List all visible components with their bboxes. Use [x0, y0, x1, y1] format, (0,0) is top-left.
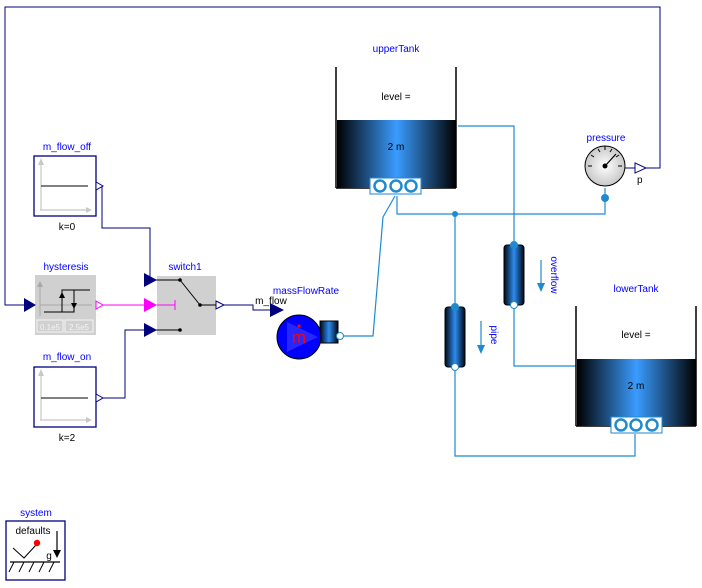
mass-flow-rate-label: massFlowRate — [273, 286, 340, 297]
k-off-label: k=0 — [59, 222, 76, 233]
switch-input-3[interactable] — [144, 323, 157, 337]
pressure-port-label: p — [637, 175, 643, 186]
m-flow-off-block[interactable]: m_flow_off k=0 — [33, 142, 105, 233]
lower-tank-port-1[interactable] — [614, 418, 628, 432]
wire-pump-to-upper[interactable] — [342, 195, 396, 337]
k-on-label: k=2 — [59, 433, 76, 444]
wire-overflow-to-lower[interactable] — [513, 305, 576, 367]
gravity-arrow-icon — [53, 550, 61, 558]
system-label: system — [20, 508, 52, 519]
pressure-needle — [604, 153, 617, 167]
pipe-label: pipe — [488, 326, 499, 345]
hysteresis-label: hysteresis — [43, 262, 88, 273]
hysteresis-low-label: 0.1e5 — [40, 323, 61, 332]
pipe-port-a[interactable] — [451, 303, 459, 311]
switch-input-1[interactable] — [144, 273, 157, 287]
overflow-pipe[interactable]: overflow — [503, 241, 559, 309]
upper-tank-height: 2 m — [388, 142, 405, 153]
wire-upper-to-junction[interactable] — [396, 196, 606, 215]
pressure-sensor[interactable]: pressure p — [584, 133, 648, 202]
mdot-dot — [297, 324, 301, 328]
pressure-fluid-port[interactable] — [601, 194, 609, 202]
m-flow-off-label: m_flow_off — [43, 142, 91, 153]
pipe[interactable]: pipe — [444, 303, 499, 371]
wire-m-flow-on[interactable] — [102, 329, 158, 399]
lower-tank-port-2[interactable] — [629, 418, 643, 432]
m-flow-off-output-port[interactable] — [95, 181, 105, 191]
pipe-port-b[interactable] — [451, 363, 459, 371]
hysteresis-block[interactable]: hysteresis 0.1e5 2.5e5 — [24, 262, 105, 335]
pipe-body — [444, 306, 466, 368]
lower-tank[interactable]: lowerTank level = 2 m — [575, 284, 697, 434]
overflow-label: overflow — [548, 256, 559, 294]
mass-flow-rate-arrow — [287, 322, 318, 352]
gravity-label: g — [46, 551, 52, 562]
lower-tank-port-3[interactable] — [645, 418, 659, 432]
m-flow-on-label: m_flow_on — [43, 352, 91, 363]
upper-tank-port-2[interactable] — [389, 179, 403, 193]
hysteresis-input-port[interactable] — [24, 298, 36, 312]
wire-pipe-to-lower[interactable] — [454, 368, 636, 457]
mass-flow-rate-pump-body — [276, 314, 322, 360]
wire-pressure-feedback[interactable] — [4, 6, 661, 306]
upper-tank-label: upperTank — [373, 44, 421, 55]
system-block[interactable]: system defaults g — [5, 508, 66, 581]
switch-input-2[interactable] — [144, 298, 157, 312]
m-flow-input-label: m_flow — [255, 296, 287, 307]
system-mass-icon — [33, 539, 41, 547]
fluid-wires — [342, 125, 636, 457]
switch-block[interactable]: switch1 — [144, 262, 226, 337]
m-flow-on-frame — [33, 366, 97, 428]
lower-tank-label: lowerTank — [613, 284, 659, 295]
wire-switch-output[interactable] — [224, 304, 270, 311]
pressure-label: pressure — [587, 133, 626, 144]
m-flow-on-block[interactable]: m_flow_on k=2 — [33, 352, 105, 444]
system-pendulum — [12, 544, 37, 559]
pressure-output-port[interactable] — [634, 162, 648, 174]
mass-flow-rate[interactable]: massFlowRate m_flow m — [255, 286, 344, 360]
lower-tank-level: level = — [621, 330, 650, 341]
fluid-junction — [452, 211, 458, 217]
upper-tank-port-1[interactable] — [373, 179, 387, 193]
system-hatching — [8, 561, 55, 573]
switch-lever — [179, 279, 201, 306]
switch-output-port[interactable] — [215, 300, 226, 310]
defaults-label: defaults — [15, 526, 50, 537]
wire-upper-overflow-top[interactable] — [458, 125, 515, 243]
overflow-port-a[interactable] — [510, 241, 518, 249]
overflow-port-b[interactable] — [510, 301, 518, 309]
m-flow-on-output-port[interactable] — [95, 393, 105, 403]
upper-tank-port-3[interactable] — [404, 179, 418, 193]
hysteresis-high-label: 2.5e5 — [69, 323, 90, 332]
switch-label: switch1 — [168, 262, 202, 273]
upper-tank-level: level = — [381, 92, 410, 103]
upper-tank[interactable]: upperTank level = 2 m — [335, 44, 457, 195]
lower-tank-fluid — [577, 359, 696, 426]
m-flow-input-port[interactable] — [270, 303, 284, 317]
mdot-symbol: m — [292, 328, 306, 347]
mass-flow-rate-fluid-port[interactable] — [336, 332, 344, 340]
lower-tank-height: 2 m — [628, 381, 645, 392]
overflow-pipe-body — [503, 244, 525, 306]
pressure-gauge-ticks — [588, 146, 622, 167]
mass-flow-rate-outlet — [319, 320, 339, 344]
hysteresis-output-port[interactable] — [95, 300, 105, 310]
upper-tank-fluid — [337, 120, 456, 188]
wire-m-flow-off[interactable] — [101, 186, 158, 281]
